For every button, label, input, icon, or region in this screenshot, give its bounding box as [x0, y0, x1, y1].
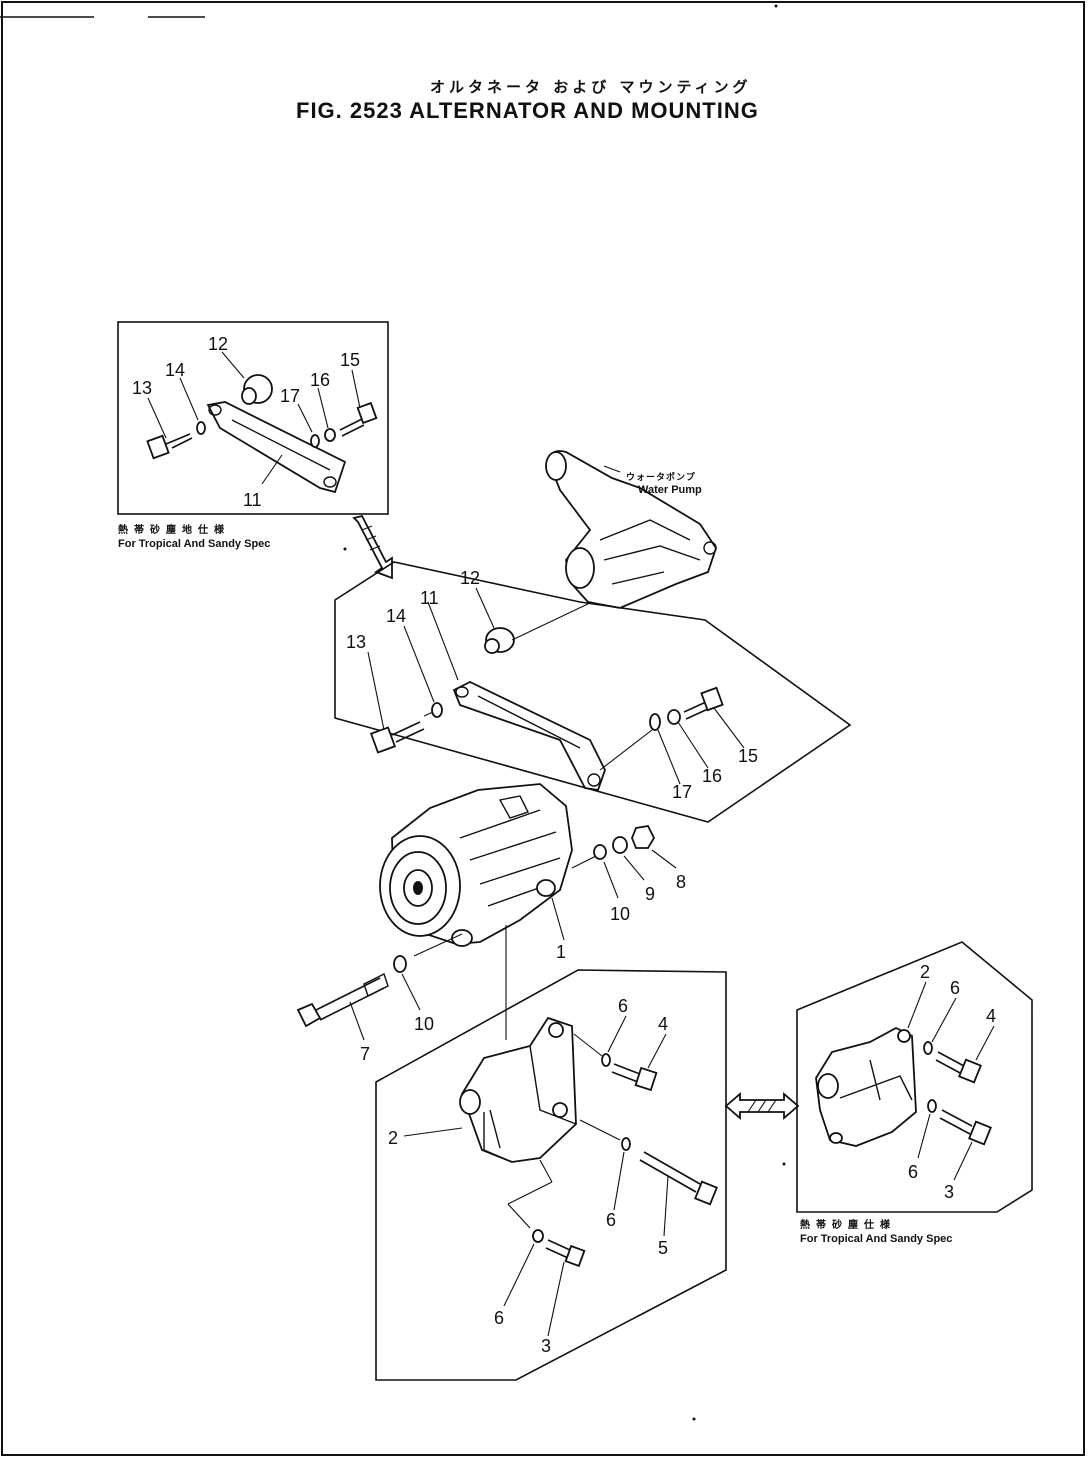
callout-9: 9: [645, 884, 655, 904]
inset-tropical-arm: 12 14 13 17 16 15 11 熱帯砂塵地仕様 For Tropica…: [117, 321, 389, 550]
callout-15: 15: [738, 746, 758, 766]
hatched-arrow-icon: [352, 514, 393, 580]
callout-3: 3: [944, 1182, 954, 1202]
callout-6: 6: [494, 1308, 504, 1328]
callout-17: 17: [280, 386, 300, 406]
bolt-part: [369, 721, 425, 754]
group-outline: [334, 561, 852, 823]
callout-6: 6: [618, 996, 628, 1016]
adjusting-arm-group: 12 11 14 13 15 16 17: [334, 561, 852, 823]
callout-5: 5: [658, 1238, 668, 1258]
washer-part: [612, 836, 628, 854]
double-hatched-arrow-icon: [724, 1092, 800, 1120]
callout-6: 6: [950, 978, 960, 998]
callout-13: 13: [346, 632, 366, 652]
inset-caption-japanese: 熱帯砂塵仕様: [800, 1218, 896, 1231]
callout-3: 3: [541, 1336, 551, 1356]
washer-part: [593, 844, 607, 860]
inset-caption-japanese: 熱帯砂塵地仕様: [118, 523, 230, 536]
callout-4: 4: [658, 1014, 668, 1034]
washer-part: [324, 428, 336, 442]
adjusting-arm-part: [452, 680, 606, 792]
callout-12: 12: [208, 334, 228, 354]
callout-2: 2: [920, 962, 930, 982]
inset-border: [117, 321, 389, 515]
bolt-part: [935, 1051, 982, 1084]
callout-2: 2: [388, 1128, 398, 1148]
water-pump-label-english: Water Pump: [638, 484, 702, 496]
alternator-part: [379, 783, 597, 947]
mounting-bracket-group: 6 4 2 6 5 6 3: [375, 969, 727, 1381]
title-japanese: オルタネータ および マウンティング: [430, 78, 752, 96]
callout-11: 11: [243, 490, 262, 510]
washer-part: [621, 1137, 631, 1151]
callout-1: 1: [556, 942, 566, 962]
inset-border: [796, 941, 1033, 1213]
frame-dot: [774, 4, 778, 8]
bolt-part: [339, 401, 378, 437]
stray-dot: [782, 1162, 786, 1166]
bolt-part: [683, 686, 724, 720]
title-english: FIG. 2523 ALTERNATOR AND MOUNTING: [296, 98, 759, 123]
inset-caption-english: For Tropical And Sandy Spec: [800, 1233, 952, 1245]
washer-part: [927, 1099, 937, 1113]
callout-8: 8: [676, 872, 686, 892]
callout-16: 16: [310, 370, 330, 390]
through-bolt-part: [296, 973, 389, 1028]
callout-10: 10: [414, 1014, 434, 1034]
callout-6: 6: [908, 1162, 918, 1182]
callout-12: 12: [460, 568, 480, 588]
washer-part: [532, 1229, 544, 1243]
washer-part: [310, 434, 320, 448]
inset-tropical-bracket: 2 6 4 6 3 熱帯砂塵仕様 For Tropical And Sandy …: [796, 941, 1033, 1245]
callout-16: 16: [702, 766, 722, 786]
washer-part: [393, 955, 407, 973]
nut-part: [631, 825, 656, 849]
washer-part: [923, 1041, 933, 1055]
bolt-part: [611, 1063, 658, 1092]
stray-dot: [692, 1417, 696, 1421]
group-outline: [375, 969, 727, 1381]
long-bolt-part: [639, 1151, 718, 1206]
callout-14: 14: [386, 606, 406, 626]
callout-13: 13: [132, 378, 152, 398]
callout-11: 11: [420, 588, 439, 608]
washer-part: [196, 421, 206, 435]
washer-part: [649, 713, 661, 731]
inset-caption-english: For Tropical And Sandy Spec: [118, 538, 270, 550]
bolt-part: [146, 433, 193, 460]
bolt-part: [545, 1239, 586, 1268]
bolt-part: [939, 1109, 992, 1146]
callout-17: 17: [672, 782, 692, 802]
callout-10: 10: [610, 904, 630, 924]
mounting-bracket-part: [815, 1026, 917, 1147]
water-pump-part: ウォータポンプ Water Pump: [545, 450, 717, 609]
washer-part: [667, 709, 681, 725]
callout-15: 15: [340, 350, 360, 370]
washer-part: [431, 702, 443, 718]
collar-part: [241, 374, 273, 405]
callout-4: 4: [986, 1006, 996, 1026]
stray-dot: [343, 547, 347, 551]
mounting-bracket-part: [459, 1016, 577, 1163]
callout-14: 14: [165, 360, 185, 380]
callout-7: 7: [360, 1044, 370, 1064]
collar-part: [484, 627, 515, 654]
washer-part: [601, 1053, 611, 1067]
callout-6: 6: [606, 1210, 616, 1230]
water-pump-label-japanese: ウォータポンプ: [626, 471, 696, 483]
